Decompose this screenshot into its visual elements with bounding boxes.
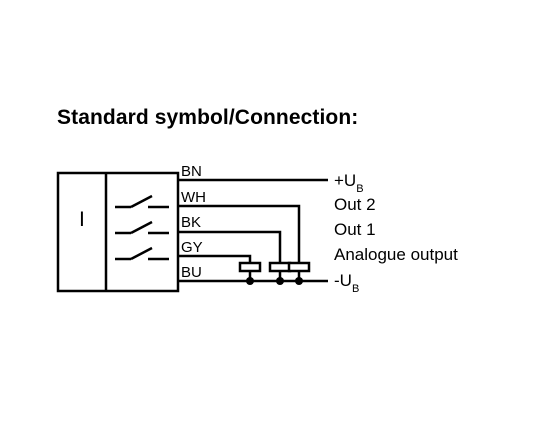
diagram-heading: Standard symbol/Connection: (57, 106, 359, 129)
sensor-symbol-label: I (79, 208, 85, 231)
terminal-label-plus-ub: +UB (334, 171, 364, 195)
wire-wh (178, 204, 301, 263)
junction-dot-2 (276, 277, 284, 285)
load-resistor-2 (268, 261, 292, 273)
wire-code-wh: WH (181, 189, 206, 206)
load-resistor-1 (238, 261, 262, 273)
terminal-label-analogue-output: Analogue output (334, 245, 458, 264)
junction-dot-1 (246, 277, 254, 285)
wire-code-bk: BK (181, 214, 201, 231)
wire-code-bu: BU (181, 264, 202, 281)
terminal-label-out-2: Out 2 (334, 195, 376, 214)
wire-code-gy: GY (181, 239, 203, 256)
switch-contact-2 (115, 220, 169, 235)
junction-dot-3 (295, 277, 303, 285)
wire-code-bn: BN (181, 163, 202, 180)
load-resistor-3 (287, 261, 311, 273)
terminal-label-out-1: Out 1 (334, 220, 376, 239)
switch-contact-3 (115, 246, 169, 261)
terminal-label-minus-ub: -UB (334, 271, 359, 295)
wire-gy (178, 254, 252, 263)
load-leads (248, 271, 301, 281)
wire-bk (178, 230, 282, 263)
switch-contact-1 (115, 194, 169, 209)
